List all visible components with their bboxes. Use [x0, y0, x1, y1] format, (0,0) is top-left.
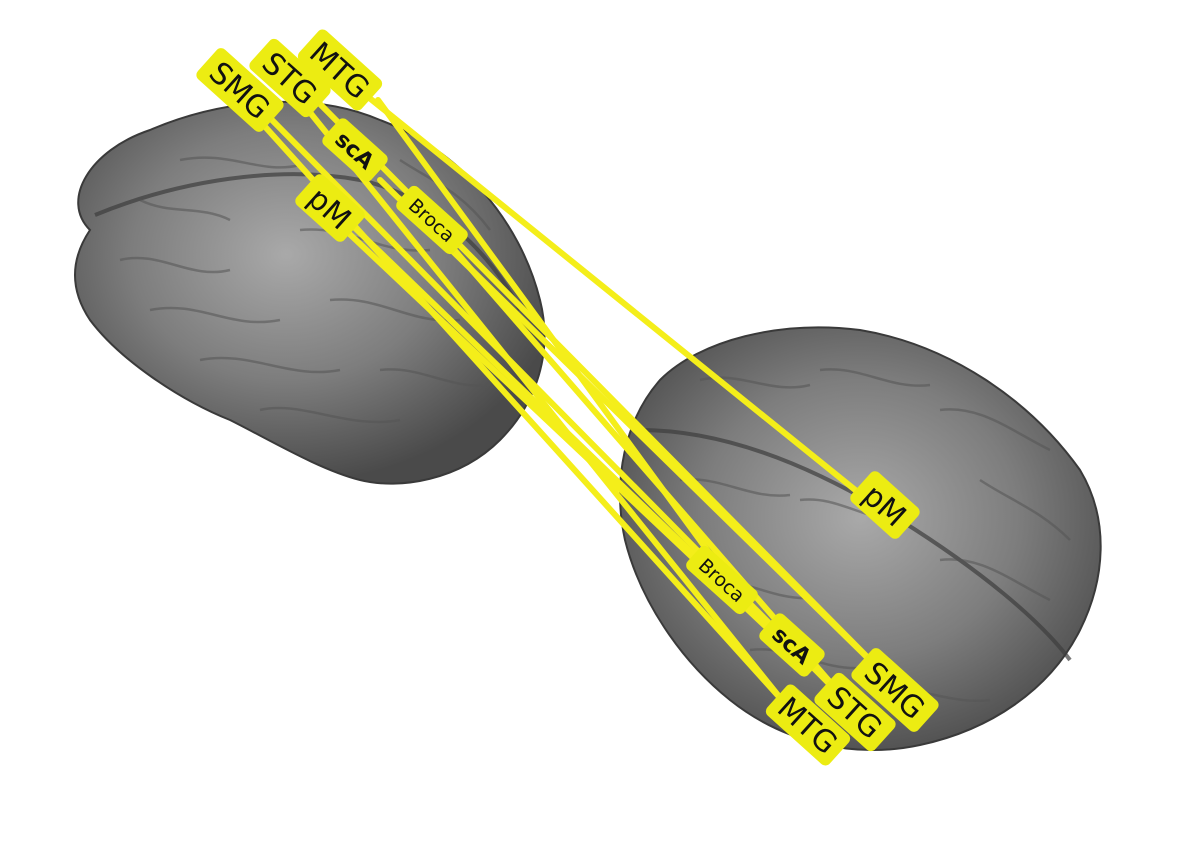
connection-smg-stg: [269, 117, 863, 718]
connection-mtg-pm: [359, 89, 883, 513]
left-brain-fissure: [94, 172, 522, 311]
connection-pm-broca: [352, 225, 723, 583]
right-brain-labels: pM Broca scA SMG STG MTG: [686, 471, 939, 766]
right-brain: [619, 326, 1102, 751]
left-brain-sulci: [119, 156, 491, 424]
right-brain-hemisphere: [619, 326, 1102, 751]
connection-mtg-broca: [375, 97, 743, 598]
